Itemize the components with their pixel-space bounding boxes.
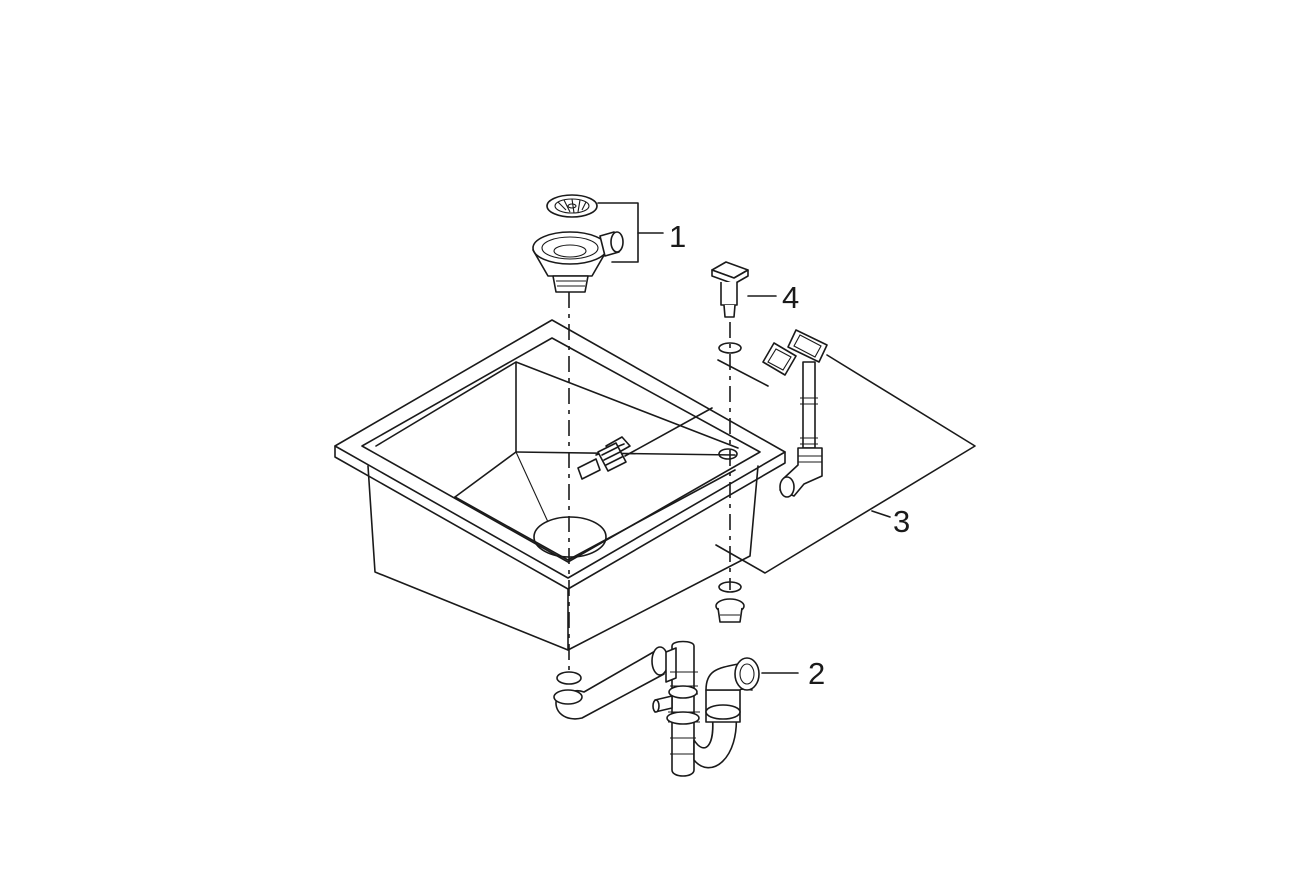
kitchen-sink — [334, 319, 786, 651]
tap-hole-fitting — [715, 581, 745, 623]
callout-3-leader — [624, 354, 976, 574]
callout-label-4: 4 — [782, 280, 800, 315]
basket-strainer — [532, 194, 624, 293]
siphon-trap — [553, 640, 760, 777]
overflow-set — [762, 329, 828, 498]
callout-1-leader — [597, 202, 664, 263]
callout-label-3: 3 — [893, 504, 911, 539]
tap-hole-cover — [711, 261, 749, 354]
callout-label-2: 2 — [808, 656, 826, 691]
callout-label-1: 1 — [669, 219, 687, 254]
